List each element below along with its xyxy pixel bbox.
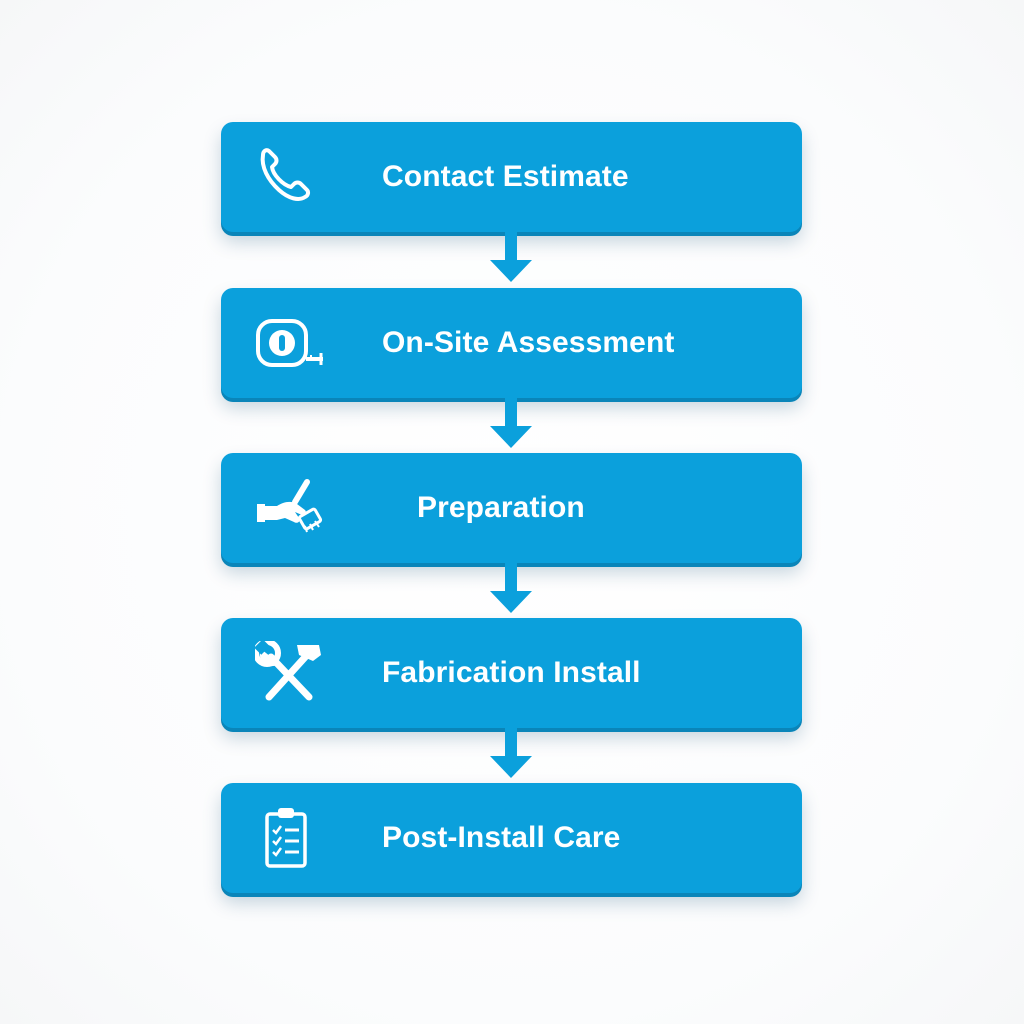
arrow-down-icon [488,563,534,619]
step-label: Fabrication Install [382,656,641,689]
step-label: Preparation [417,491,585,524]
arrow-down-icon [488,398,534,454]
step-label: On-Site Assessment [382,326,675,359]
clipboard-checklist-icon [255,806,323,870]
step-on-site-assessment[interactable]: On-Site Assessment [221,288,802,398]
hand-brush-icon [255,476,323,540]
step-post-install-care[interactable]: Post-Install Care [221,783,802,893]
arrow-down-icon [488,728,534,784]
step-fabrication-install[interactable]: Fabrication Install [221,618,802,728]
step-label: Post-Install Care [382,821,621,854]
wrench-hammer-icon [255,641,323,705]
step-contact-estimate[interactable]: Contact Estimate [221,122,802,232]
step-preparation[interactable]: Preparation [221,453,802,563]
arrow-down-icon [488,232,534,288]
tape-measure-icon [255,311,323,375]
phone-icon [255,145,323,209]
step-label: Contact Estimate [382,160,629,193]
